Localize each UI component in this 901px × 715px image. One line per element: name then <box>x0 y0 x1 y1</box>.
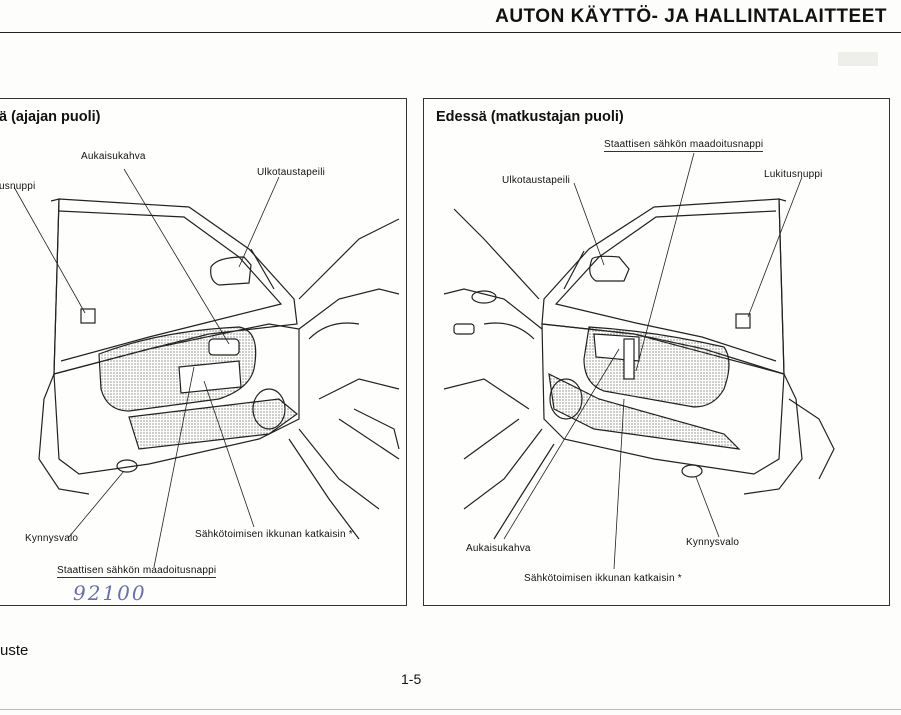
passenger-side-panel: Edessä (matkustajan puoli) <box>423 98 890 606</box>
driver-side-panel: ä (ajajan puoli) <box>0 98 407 606</box>
passenger-handle-label: Aukaisukahva <box>466 543 531 554</box>
page-header-title: AUTON KÄYTTÖ- JA HALLINTALAITTEET <box>495 6 887 27</box>
handwritten-note: 92100 <box>73 581 147 605</box>
driver-courtesy-label: Kynnysvalo <box>25 533 79 544</box>
bottom-rule <box>0 709 901 710</box>
passenger-door-illustration <box>443 152 835 570</box>
footer-partial-text: uste <box>0 642 29 659</box>
passenger-courtesy-label: Kynnysvalo <box>686 537 740 548</box>
header-rule <box>0 32 901 33</box>
passenger-mirror-label: Ulkotaustapeili <box>502 175 571 186</box>
bleed-through-shadow <box>838 52 878 66</box>
driver-door-illustration <box>13 168 400 568</box>
passenger-window-switch-label: Sähkötoimisen ikkunan katkaisin * <box>524 573 682 584</box>
driver-handle-label: Aukaisukahva <box>81 151 146 162</box>
driver-side-title: ä (ajajan puoli) <box>0 109 101 125</box>
passenger-side-title: Edessä (matkustajan puoli) <box>436 109 624 125</box>
driver-window-switch-label: Sähkötoimisen ikkunan katkaisin * <box>195 529 353 540</box>
passenger-static-button-label: Staattisen sähkön maadoitusnappi <box>604 139 764 152</box>
driver-static-button-label: Staattisen sähkön maadoitusnappi <box>57 565 217 578</box>
passenger-lock-label: Lukitusnuppi <box>764 169 823 180</box>
page-number: 1-5 <box>401 671 422 687</box>
driver-mirror-label: Ulkotaustapeili <box>257 167 326 178</box>
driver-lock-label: usnuppi <box>0 181 36 192</box>
